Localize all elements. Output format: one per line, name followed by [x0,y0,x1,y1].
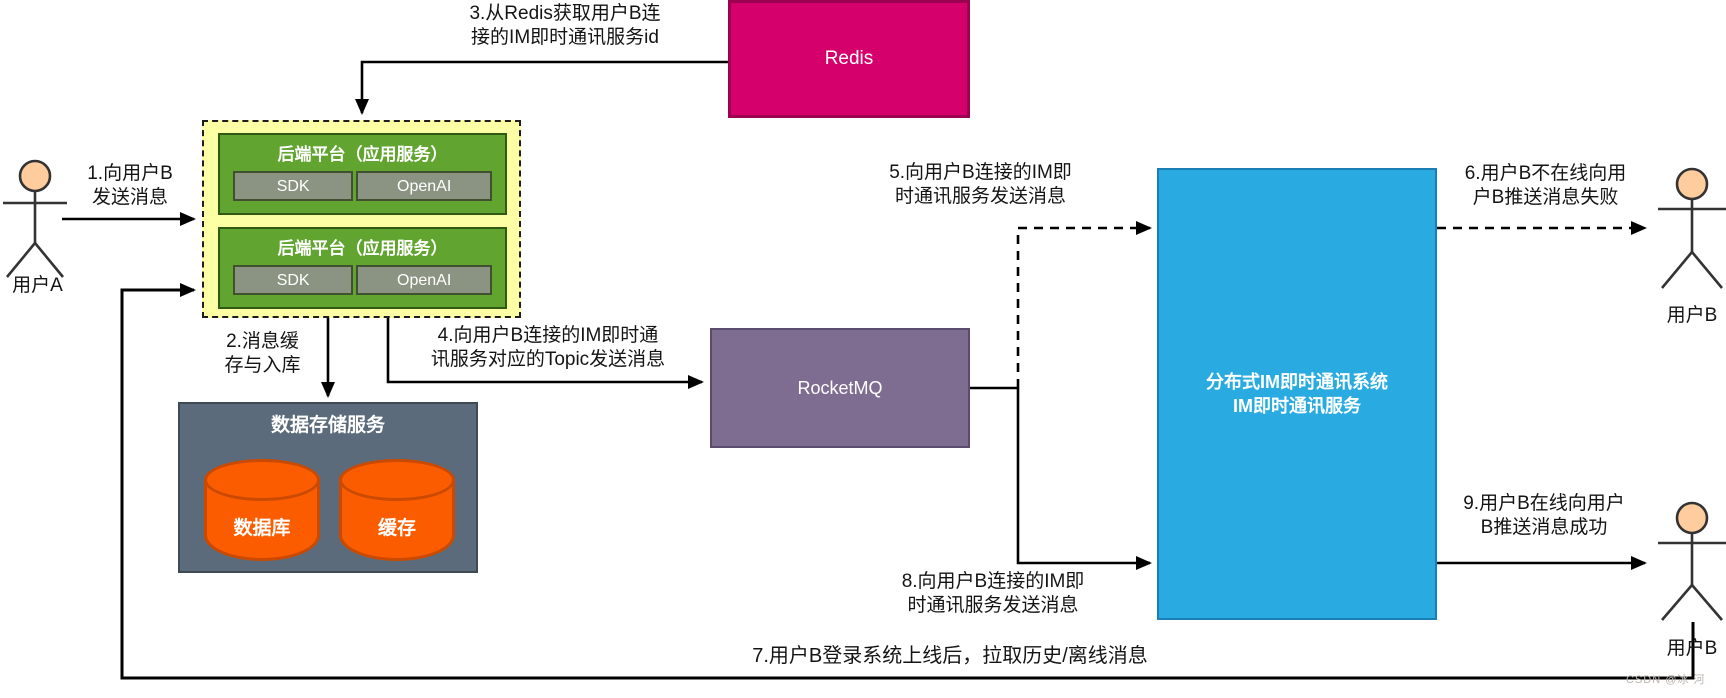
csdn-watermark: CSDN @冰 河 [1626,674,1706,686]
user-b-bottom-head [1675,501,1709,535]
edge-label-9-line2: B推送消息成功 [1480,516,1608,538]
database-cylinder: 数据库 [204,459,320,561]
edge-label-8: 8.向用户B连接的IM即 时通讯服务发送消息 [878,570,1108,617]
arrow-7-pull-history [120,283,1695,680]
storage-title: 数据存储服务 [270,415,385,436]
edge-label-6-line2: 户B推送消息失败 [1472,186,1619,208]
rocketmq-label: RocketMQ [797,377,883,398]
user-a-head [18,159,52,193]
edge-label-4-line2: 讯服务对应的Topic发送消息 [430,348,666,370]
edge-label-7: 7.用户B登录系统上线后，拉取历史/离线消息 [650,644,1250,669]
arrow-8-to-im [1016,388,1152,570]
arrow-5-dashed-to-im [1016,221,1152,388]
user-b-bottom-label: 用户B [1666,638,1718,659]
edge-label-9: 9.用户B在线向用户 B推送消息成功 [1435,492,1653,539]
edge-label-7-line1: 7.用户B登录系统上线后，拉取历史/离线消息 [752,645,1148,667]
openai-box-2: OpenAI [356,265,492,295]
im-system-line1: 分布式IM即时通讯系统 [1206,371,1388,392]
edge-label-1-line2: 发送消息 [91,186,168,208]
sdk-box-2: SDK [233,265,354,295]
edge-label-8-line1: 8.向用户B连接的IM即 [901,571,1085,592]
edge-label-1: 1.向用户B 发送消息 [55,162,205,209]
backend-cluster-container: 后端平台（应用服务） SDK OpenAI 后端平台（应用服务） SDK Ope… [202,120,521,318]
user-b-top-label: 用户B [1666,305,1718,326]
edge-label-2-line2: 存与入库 [224,354,301,376]
edge-label-9-line1: 9.用户B在线向用户 [1463,493,1625,514]
database-label: 数据库 [233,518,291,539]
edge-label-3: 3.从Redis获取用户B连 接的IM即时通讯服务id [395,2,735,49]
edge-label-4-line1: 4.向用户B连接的IM即时通 [437,325,659,346]
cache-cylinder: 缓存 [339,459,455,561]
arrow-4-topic-send [386,318,704,389]
user-b-top-figure [1658,167,1726,289]
backend-instance-2: 后端平台（应用服务） SDK OpenAI [218,227,507,309]
arrow-3-redis-lookup [355,60,728,115]
edge-label-4: 4.向用户B连接的IM即时通 讯服务对应的Topic发送消息 [398,324,698,371]
user-a-figure [3,159,67,278]
database-cylinder-top [204,459,320,501]
user-b-top-head [1675,167,1709,201]
backend-instance-2-title: 后端平台（应用服务） [277,239,448,258]
redis-label: Redis [824,48,874,69]
edge-label-3-line2: 接的IM即时通讯服务id [471,26,659,48]
storage-service-node: 数据存储服务 数据库 缓存 [178,402,478,573]
redis-node: Redis [728,0,970,118]
cache-label: 缓存 [377,518,416,539]
user-b-bottom-figure [1658,501,1726,621]
user-a-label: 用户A [12,275,63,296]
edge-label-6: 6.用户B不在线向用 户B推送消息失败 [1438,162,1653,209]
sdk-box-1: SDK [233,171,354,201]
im-system-node: 分布式IM即时通讯系统 IM即时通讯服务 [1157,168,1437,620]
edge-label-1-line1: 1.向用户B [87,163,173,184]
edge-label-8-line2: 时通讯服务发送消息 [907,594,1079,616]
edge-label-2: 2.消息缓 存与入库 [200,330,325,377]
openai-box-1: OpenAI [356,171,492,201]
backend-instance-1-title: 后端平台（应用服务） [277,145,448,164]
rocketmq-node: RocketMQ [710,328,970,448]
edge-label-5: 5.向用户B连接的IM即 时通讯服务发送消息 [868,161,1093,208]
edge-label-2-line1: 2.消息缓 [226,331,299,352]
cache-cylinder-top [339,459,455,501]
edge-label-5-line2: 时通讯服务发送消息 [894,185,1066,207]
backend-instance-1: 后端平台（应用服务） SDK OpenAI [218,133,507,215]
edge-label-6-line1: 6.用户B不在线向用 [1464,163,1627,184]
edge-label-3-line1: 3.从Redis获取用户B连 [469,3,661,24]
edge-label-5-line1: 5.向用户B连接的IM即 [889,162,1072,183]
im-system-line2: IM即时通讯服务 [1233,396,1361,416]
